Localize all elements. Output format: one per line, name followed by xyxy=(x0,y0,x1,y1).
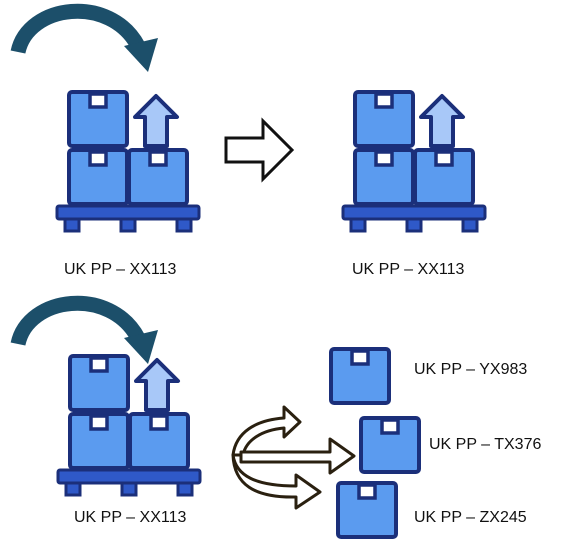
top-left-pallet-label: UK PP – XX113 xyxy=(64,261,177,278)
hollow-right-arrow-icon xyxy=(224,117,295,183)
box-icon xyxy=(329,347,391,405)
pallet-boxes-icon xyxy=(58,356,200,495)
split-box-3-label: UK PP – ZX245 xyxy=(414,509,527,526)
split-box-1-label: UK PP – YX983 xyxy=(414,361,528,378)
top-right-pallet-label: UK PP – XX113 xyxy=(352,261,465,278)
box-icon xyxy=(359,416,421,474)
split-box-2-label: UK PP – TX376 xyxy=(429,436,542,453)
box-icon xyxy=(336,481,398,539)
curved-arrow-icon xyxy=(18,11,158,72)
pallet-boxes-icon xyxy=(57,92,199,231)
split-arrow-icon xyxy=(231,405,356,510)
pallet-boxes-icon xyxy=(343,92,485,231)
bottom-left-pallet-label: UK PP – XX113 xyxy=(74,509,187,526)
